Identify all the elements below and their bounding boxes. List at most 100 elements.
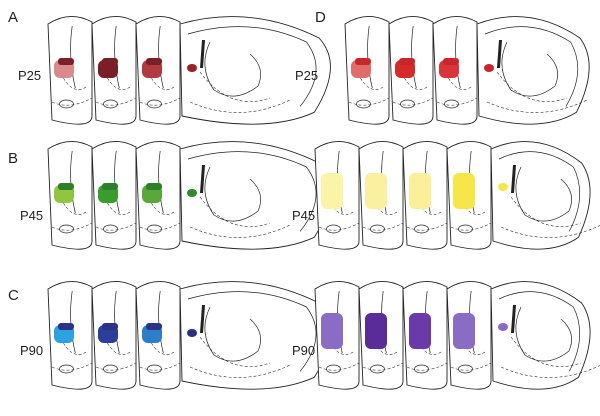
slice-dashed-structure	[406, 342, 448, 371]
lesion-core-mark	[102, 183, 118, 190]
hemisphere-outline	[490, 281, 591, 390]
panel-f: FP90	[292, 281, 600, 390]
hemisphere-outline	[179, 141, 331, 250]
slice-dashed-structure	[95, 342, 137, 371]
lesion-mark	[409, 173, 431, 209]
lesion-core-mark	[146, 58, 162, 65]
hippocampus-outline	[204, 41, 261, 97]
lesion-mark-small	[187, 189, 197, 197]
lesion-mark-small	[187, 329, 197, 337]
slice-internal-line	[411, 25, 417, 89]
slice-dashed-structure	[450, 342, 492, 371]
slice-dashed-structure	[318, 202, 360, 231]
slice-dashed-structure	[436, 77, 478, 106]
lateral-ventricle	[200, 40, 205, 68]
lesion-core-mark	[58, 323, 74, 330]
slice-nucleus-outline	[147, 224, 162, 234]
slice-nucleus-outline	[59, 99, 74, 109]
lesion-core-mark	[146, 183, 162, 190]
hemisphere-dashed-structure	[500, 336, 600, 378]
lesion-core-mark	[355, 58, 371, 65]
slice-internal-line	[158, 25, 164, 89]
hemisphere-outline	[490, 141, 591, 250]
slice-dashed-structure	[318, 342, 360, 371]
slice-dashed-structure	[362, 342, 404, 371]
panel-e: EP45	[292, 141, 600, 250]
cortex-inner-line	[187, 151, 317, 232]
panel-letter: C	[8, 287, 19, 304]
slice-dashed-structure	[139, 342, 181, 371]
slice-internal-line	[114, 150, 120, 214]
hippocampus-outline	[515, 306, 572, 362]
slice-internal-line	[70, 150, 76, 214]
lesion-core-mark	[399, 58, 415, 65]
hemisphere-dashed-structure	[189, 336, 291, 378]
slice-internal-line	[70, 25, 76, 89]
lesion-core-mark	[58, 183, 74, 190]
slice-internal-line	[114, 25, 120, 89]
lesion-mark	[321, 173, 343, 209]
panel-letter: B	[8, 150, 18, 167]
slice-nucleus-outline	[103, 364, 118, 374]
slice-internal-line	[367, 25, 373, 89]
age-label: P90	[20, 343, 43, 358]
panel-b: B P45	[8, 141, 331, 250]
slice-nucleus-outline	[444, 99, 459, 109]
slice-nucleus-outline	[414, 364, 429, 374]
lesion-mark	[453, 173, 475, 209]
cortex-inner-line	[187, 291, 317, 372]
slice-dashed-structure	[450, 202, 492, 231]
lesion-mark-small	[484, 64, 494, 72]
panel-letter: A	[8, 9, 18, 26]
panel-c: C P90	[8, 281, 331, 390]
slice-dashed-structure	[348, 77, 390, 106]
lateral-ventricle	[511, 305, 516, 333]
slice-nucleus-outline	[326, 224, 341, 234]
hippocampus-outline	[501, 41, 558, 97]
hemisphere-dashed-structure	[500, 196, 600, 238]
slice-internal-line	[158, 290, 164, 354]
slice-internal-line	[114, 290, 120, 354]
slice-nucleus-outline	[370, 364, 385, 374]
hemisphere-outline	[179, 16, 331, 125]
lesion-mark	[321, 313, 343, 349]
panel-a: A P25	[8, 9, 331, 125]
hippocampus-outline	[204, 166, 261, 222]
slice-nucleus-outline	[326, 364, 341, 374]
slice-internal-line	[158, 150, 164, 214]
panel-d: D P25	[295, 9, 590, 125]
slice-dashed-structure	[139, 202, 181, 231]
slice-dashed-structure	[406, 202, 448, 231]
age-label: P45	[20, 208, 43, 223]
slice-internal-line	[455, 25, 461, 89]
lesion-mark	[365, 313, 387, 349]
age-label: P45	[292, 208, 315, 223]
slice-dashed-structure	[392, 77, 434, 106]
lesion-mark	[409, 313, 431, 349]
lesion-mark	[453, 313, 475, 349]
panel-letter: D	[315, 9, 326, 26]
lateral-ventricle	[497, 40, 502, 68]
lesion-core-mark	[102, 58, 118, 65]
hemisphere-dashed-structure	[189, 196, 291, 238]
slice-dashed-structure	[95, 77, 137, 106]
slice-internal-line	[70, 290, 76, 354]
lateral-ventricle	[511, 165, 516, 193]
age-label: P25	[295, 68, 318, 83]
slice-nucleus-outline	[458, 364, 473, 374]
hemisphere-outline	[476, 16, 590, 125]
cortex-inner-line	[498, 151, 581, 232]
slice-nucleus-outline	[103, 224, 118, 234]
slice-dashed-structure	[139, 77, 181, 106]
slice-nucleus-outline	[147, 364, 162, 374]
age-label: P25	[18, 68, 41, 83]
slice-nucleus-outline	[147, 99, 162, 109]
hippocampus-outline	[515, 166, 572, 222]
slice-nucleus-outline	[59, 224, 74, 234]
lesion-core-mark	[58, 58, 74, 65]
slice-dashed-structure	[51, 202, 93, 231]
slice-nucleus-outline	[458, 224, 473, 234]
hemisphere-outline	[179, 281, 331, 390]
slice-dashed-structure	[51, 342, 93, 371]
